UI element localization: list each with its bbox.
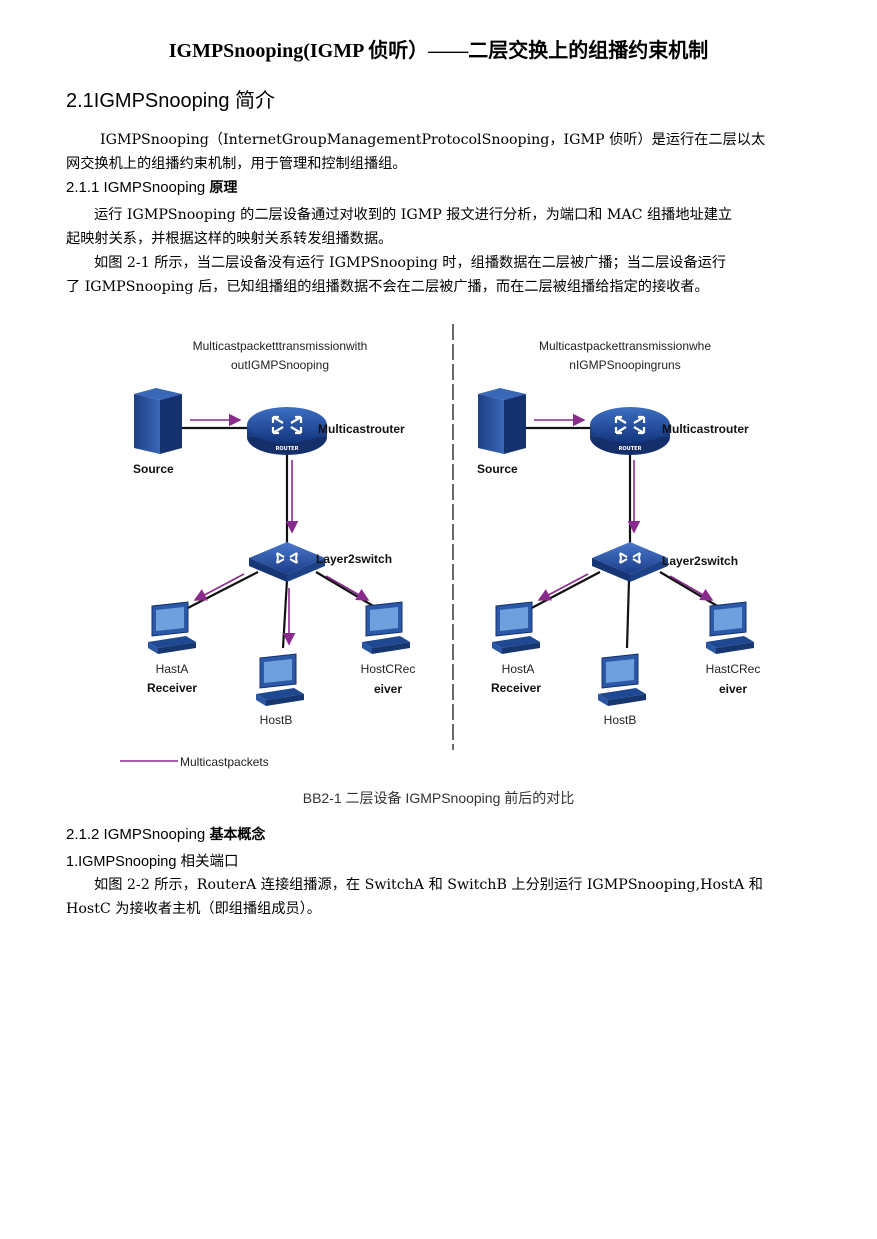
concept-line-2: HostC 为接收者主机（即组播组成员）。 <box>66 901 321 917</box>
right-title-line-2: nIGMPSnoopingruns <box>569 358 680 372</box>
principle-p1-line-1: 运行 IGMPSnooping 的二层设备通过对收到的 IGMP 报文进行分析，… <box>94 207 733 223</box>
host-a-pc-icon-right <box>491 601 541 655</box>
subheading-related-ports: 1.IGMPSnooping 相关端口 <box>66 854 239 870</box>
switch-icon <box>248 541 326 583</box>
principle-p2-line-1: 如图 2-1 所示，当二层设备没有运行 IGMPSnooping 时，组播数据在… <box>94 255 727 271</box>
host-a-pc-icon <box>147 601 197 655</box>
host-b-pc-icon-right <box>597 653 647 707</box>
heading-number-2-1-2: 2.1.2 IGMPSnooping <box>66 826 210 843</box>
left-title-line-2: outIGMPSnooping <box>231 358 329 372</box>
legend-label: Multicastpackets <box>180 755 269 769</box>
source-label-right: Source <box>477 462 518 476</box>
source-server-icon <box>134 388 182 454</box>
host-c-label-line-2: eiver <box>374 682 402 696</box>
document-title: IGMPSnooping(IGMP 侦听）——二层交换上的组播约束机制 <box>168 40 709 62</box>
router-tag: ROUTER <box>276 446 299 452</box>
host-b-pc-icon <box>255 653 305 707</box>
host-c-pc-icon <box>361 601 411 655</box>
heading-bold-text-2-1-2: 基本概念 <box>209 827 266 843</box>
principle-p2-line-2: 了 IGMPSnooping 后，已知组播组的组播数据不会在二层被广播，而在二层… <box>66 279 709 295</box>
host-c-pc-icon-right <box>705 601 755 655</box>
heading-bold-text: 原理 <box>209 180 238 196</box>
switch-label: Layer2switch <box>316 552 392 566</box>
host-a-receiver-label-right: Receiver <box>491 681 541 695</box>
section-heading-2-1: 2.1IGMPSnooping 简介 <box>66 90 275 112</box>
section-heading-2-1-2: 2.1.2 IGMPSnooping 基本概念 <box>66 824 265 844</box>
left-title-line-1: Multicastpacketttransmissionwith <box>193 339 368 353</box>
host-c-label-line-1: HostCRec <box>361 662 416 676</box>
host-c-label-line-1-right: HastCRec <box>706 662 761 676</box>
source-server-icon-right <box>478 388 526 454</box>
host-c-label-line-2-right: eiver <box>719 682 747 696</box>
concept-line-1: 如图 2-2 所示，RouterA 连接组播源，在 SwitchA 和 Swit… <box>94 877 763 893</box>
router-label-right: Multicastrouter <box>662 422 749 436</box>
section-heading-2-1-1: 2.1.1 IGMPSnooping 原理 <box>66 177 237 197</box>
switch-icon-right <box>591 541 669 583</box>
host-b-label: HostB <box>260 713 293 727</box>
router-tag-right: ROUTER <box>619 446 642 452</box>
right-title-line-1: Multicastpackettransmissionwhe <box>539 339 711 353</box>
heading-number: 2.1.1 IGMPSnooping <box>66 179 210 196</box>
source-label: Source <box>133 462 174 476</box>
principle-p1-line-2: 起映射关系，并根据这样的映射关系转发组播数据。 <box>66 231 393 247</box>
intro-line-1: IGMPSnooping（InternetGroupManagementProt… <box>100 132 766 148</box>
host-a-label-right: HostA <box>502 662 535 676</box>
switch-label-right: Layer2switch <box>662 554 738 568</box>
host-a-receiver-label: Receiver <box>147 681 197 695</box>
host-b-label-right: HostB <box>604 713 637 727</box>
host-a-label: HastA <box>156 662 189 676</box>
figure-caption: BB2-1 二层设备 IGMPSnooping 前后的对比 <box>302 790 575 806</box>
router-label: Multicastrouter <box>318 422 405 436</box>
intro-line-2: 网交换机上的组播约束机制，用于管理和控制组播组。 <box>66 156 407 172</box>
igmp-snooping-diagram: Multicastpacketttransmissionwith outIGMP… <box>120 324 761 769</box>
